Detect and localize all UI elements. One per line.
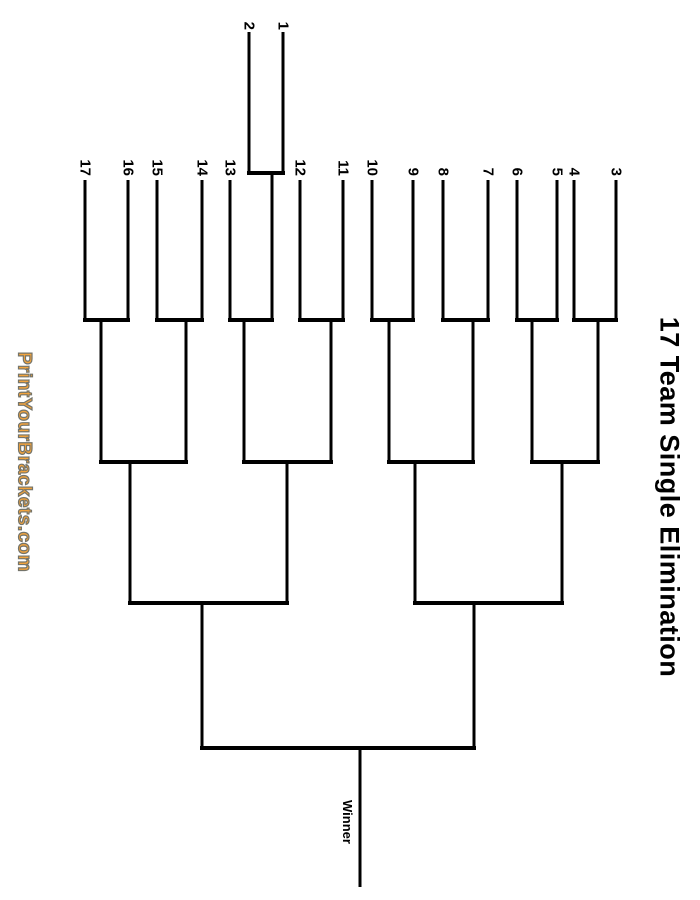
team-label-16: 16 — [119, 159, 137, 176]
team-label-8: 8 — [434, 167, 452, 176]
team-label-3: 3 — [607, 167, 625, 176]
team-label-15: 15 — [148, 159, 166, 176]
team-label-13: 13 — [221, 159, 239, 176]
team-label-2: 2 — [240, 21, 258, 30]
team-label-14: 14 — [193, 159, 211, 176]
page-title: 17 Team Single Elimination — [654, 316, 685, 678]
team-label-17: 17 — [76, 159, 94, 176]
team-label-7: 7 — [479, 167, 497, 176]
team-label-10: 10 — [363, 159, 381, 176]
team-label-11: 11 — [334, 160, 352, 176]
team-label-6: 6 — [508, 167, 526, 176]
winner-label: Winner — [340, 800, 355, 844]
team-label-5: 5 — [548, 167, 566, 176]
team-label-1: 1 — [274, 21, 292, 30]
team-label-9: 9 — [404, 167, 422, 176]
site-watermark: PrintYourBrackets.com — [13, 351, 35, 573]
team-label-12: 12 — [291, 159, 309, 176]
team-label-4: 4 — [565, 167, 583, 176]
